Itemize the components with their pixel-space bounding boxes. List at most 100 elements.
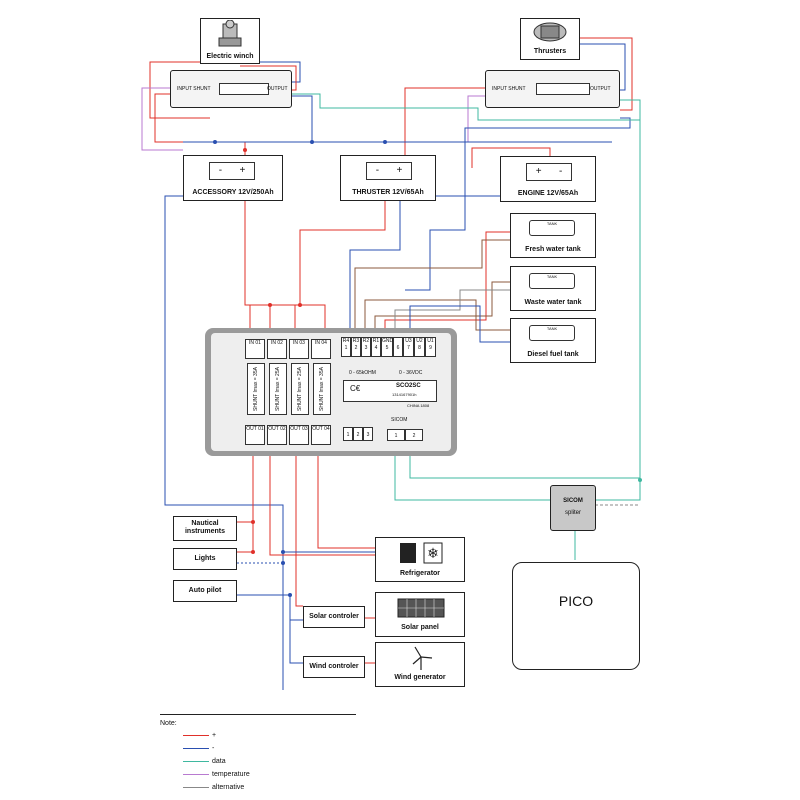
winch-shunt-output-label: OUTPUT [267,86,288,92]
legend-label: + [212,732,217,739]
legend-swatch [183,773,209,775]
sicom-label: SICOM [563,498,583,504]
load-wind-controller: Wind controler [303,656,365,678]
wind-turbine-icon [412,646,433,670]
pico: PICO [512,562,640,670]
legend-item: data [183,758,226,765]
legend: Note: [160,712,360,798]
sicom-splitter: SICOM spliter [550,485,596,531]
load-nautical: Nautical instruments [173,516,237,541]
battery-engine-label: ENGINE 12V/65Ah [517,190,579,197]
tank-diesel: TANK Diesel fuel tank [510,318,596,363]
sco-range-r: 0 - 65kOHM [349,370,376,376]
battery-accessory-icon: -+ [209,162,255,180]
thruster-shunt-display [536,83,590,95]
tank-fresh-label: Fresh water tank [525,246,581,253]
legend-item: alternative [183,784,244,791]
sco-out-2: OUT 02 [267,425,287,445]
sco-sicom-block: 1 2 [387,429,423,441]
battery-accessory-label: ACCESSORY 12V/250Ah [192,189,274,196]
legend-swatch [183,786,209,788]
load-wind-generator: Wind generator [375,642,465,687]
battery-accessory: -+ ACCESSORY 12V/250Ah [183,155,283,201]
sco-origin: CHINA 1808 [407,403,430,408]
tank-diesel-label: Diesel fuel tank [527,351,579,358]
electric-winch: Electric winch [200,18,260,64]
load-wind-generator-label: Wind generator [394,674,446,681]
load-refrigerator-label: Refrigerator [399,570,441,577]
load-solar-controller-label: Solar controler [309,613,359,620]
relay-term-3: 3 [363,427,373,441]
legend-item: temperature [183,771,250,778]
sco-unit: IN 01 IN 02 IN 03 IN 04 SHUNT Imax = 35A… [205,328,457,456]
battery-thruster: -+ THRUSTER 12V/65Ah [340,155,436,201]
sco-out-3: OUT 03 [289,425,309,445]
battery-thruster-label: THRUSTER 12V/65Ah [352,189,424,196]
legend-label: temperature [212,771,250,778]
legend-label: alternative [212,784,245,791]
tank-diesel-icon: TANK [529,325,575,341]
thruster-shunt-output-label: OUTPUT [590,86,611,92]
thruster-shunt-input-label: INPUT SHUNT [492,86,526,92]
sco-out-4: OUT 04 [311,425,331,445]
sco-in-2: IN 02 [267,339,287,359]
tank-waste: TANK Waste water tank [510,266,596,311]
sco-in-4: IN 04 [311,339,331,359]
sco-shunt-1: SHUNT Imax = 35A [247,363,265,415]
sco-shunt-2: SHUNT Imax = 25A [269,363,287,415]
battery-thruster-icon: -+ [366,162,412,180]
ce-mark-icon: C€ [350,384,361,393]
tank-fresh-icon: TANK [529,220,575,236]
tank-waste-label: Waste water tank [524,299,582,306]
svg-text:❄: ❄ [427,546,439,562]
sco-shunt-3: SHUNT Imax = 25A [291,363,309,415]
pico-label: PICO [558,593,594,609]
winch-shunt: INPUT SHUNT OUTPUT [170,70,292,108]
battery-engine-icon: +- [526,163,572,181]
legend-title: Note: [160,720,177,727]
sco-range-u: 0 - 36VDC [399,370,423,376]
load-wind-controller-label: Wind controler [309,663,359,670]
legend-label: data [212,758,226,765]
load-refrigerator: ❄ Refrigerator [375,537,465,582]
thrusters-label: Thrusters [533,48,567,55]
thruster-icon [533,22,567,42]
winch-label: Electric winch [206,53,254,60]
sco-out-1: OUT 01 [245,425,265,445]
legend-swatch [183,734,209,736]
legend-rule [160,714,356,715]
load-autopilot: Auto pilot [173,580,237,602]
sco-shunt-4: SHUNT Imax = 35A [313,363,331,415]
relay-term-1: 1 [343,427,353,441]
load-autopilot-label: Auto pilot [188,587,222,594]
tank-fresh: TANK Fresh water tank [510,213,596,258]
load-solar-panel-label: Solar panel [401,624,439,631]
sco-in-3: IN 03 [289,339,309,359]
load-lights: Lights [173,548,237,570]
legend-item: - [183,745,214,752]
sicom-term-1: 1 [387,429,405,441]
battery-engine: +- ENGINE 12V/65Ah [500,156,596,202]
winch-shunt-display [219,83,269,95]
sco-in-1: IN 01 [245,339,265,359]
sicom-term-2: 2 [405,429,423,441]
thruster-shunt: INPUT SHUNT OUTPUT [485,70,620,108]
load-solar-controller: Solar controler [303,606,365,628]
term-gnd2: 6 [393,337,403,357]
legend-item: + [183,732,216,739]
legend-swatch [183,747,209,749]
load-lights-label: Lights [194,555,216,562]
sco-panel: IN 01 IN 02 IN 03 IN 04 SHUNT Imax = 35A… [211,333,451,451]
sicom-sub-label: spliter [564,510,581,516]
sco-model: SCO2SC [396,383,421,389]
